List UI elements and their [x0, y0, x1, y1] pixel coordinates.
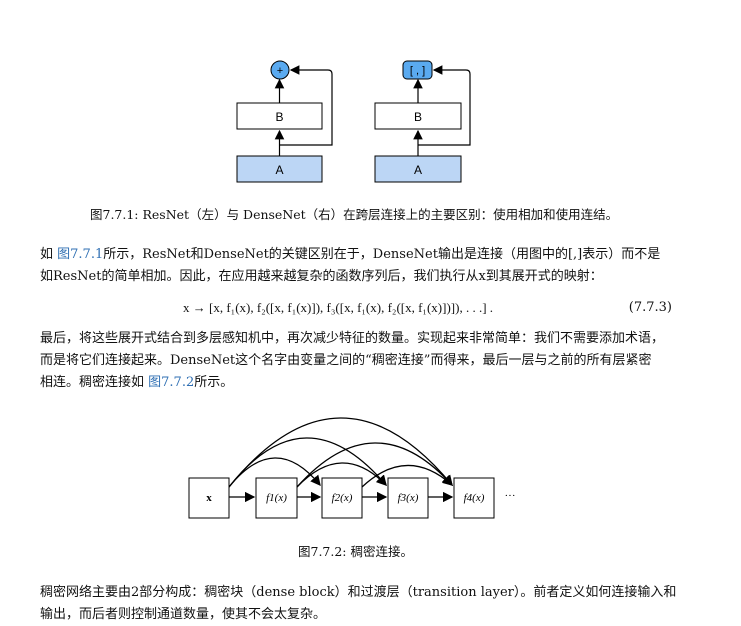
dense-node-f2	[321, 477, 363, 519]
resnet-block-b	[236, 102, 323, 130]
figure-7-7-2-link[interactable]: 图7.7.2	[148, 375, 195, 390]
paragraph3-line2: 输出，而后者则控制通道数量，使其不会太复杂。	[40, 607, 327, 622]
figure-resnet-densenet: A B + A B [ , ]	[236, 60, 471, 183]
paragraph3-line1: 稠密网络主要由2部分构成：稠密块（dense block）和过渡层（transi…	[40, 585, 677, 600]
dense-node-f4	[453, 477, 495, 519]
resnet-block-b-label: B	[275, 110, 283, 124]
dense-node-f1	[255, 477, 298, 519]
equation-expression: x → [x, f₁(x), f₂([x, f₁(x)]), f₃([x, f₁…	[183, 300, 494, 315]
paragraph2-line3-prefix: 相连。稠密连接如	[40, 375, 149, 390]
resnet-add-op-label: +	[277, 65, 283, 77]
paragraph1-prefix: 如	[40, 247, 58, 262]
dense-node-x	[188, 477, 230, 519]
figure2-caption: 图7.7.2: 稠密连接。	[298, 544, 413, 559]
paragraph1-line1: 如 图7.7.1所示，ResNet和DenseNet的关键区别在于，DenseN…	[40, 244, 672, 266]
densenet-block-a	[374, 155, 462, 183]
paragraph2-line3-suffix: 所示。	[194, 375, 234, 390]
dense-node-f4-label: f4(x)	[464, 492, 485, 504]
figure-dense-connections: x f1(x) f2(x) f3(x) f4(x) ···	[188, 417, 516, 519]
dense-node-f3-label: f3(x)	[398, 492, 419, 504]
equation-number: (7.7.3)	[628, 300, 672, 315]
resnet-diagram: A B +	[236, 60, 333, 183]
densenet-concat-op	[402, 60, 433, 80]
paragraph-densenet-diff: 如 图7.7.1所示，ResNet和DenseNet的关键区别在于，DenseN…	[40, 244, 672, 288]
dense-node-x-label: x	[206, 492, 212, 504]
resnet-add-op	[270, 60, 290, 80]
paragraph1-line2: 如ResNet的简单相加。因此，在应用越来越复杂的函数序列后，我们执行从x到其展…	[40, 269, 603, 284]
dense-ellipsis: ···	[505, 490, 516, 502]
dense-node-f1-label: f1(x)	[266, 492, 287, 504]
figure1-caption: 图7.7.1: ResNet（左）与 DenseNet（右）在跨层连接上的主要区…	[90, 207, 619, 222]
densenet-diagram: A B [ , ]	[374, 60, 471, 183]
resnet-block-a-label: A	[275, 163, 283, 177]
dense-node-f2-label: f2(x)	[332, 492, 353, 504]
resnet-block-a	[236, 155, 323, 183]
figure-7-7-1-link[interactable]: 图7.7.1	[57, 247, 104, 262]
paragraph-mlp-concat: 最后，将这些展开式结合到多层感知机中，再次减少特征的数量。实现起来非常简单：我们…	[40, 328, 672, 394]
paragraph2-line2: 而是将它们连接起来。DenseNet这个名字由变量之间的“稠密连接”而得来，最后…	[40, 353, 652, 368]
paragraph2-line3: 相连。稠密连接如 图7.7.2所示。	[40, 372, 672, 394]
paragraph-dense-block: 稠密网络主要由2部分构成：稠密块（dense block）和过渡层（transi…	[40, 582, 677, 626]
equation-7-7-3: x → [x, f₁(x), f₂([x, f₁(x)]), f₃([x, f₁…	[40, 300, 672, 320]
paragraph2-line1: 最后，将这些展开式结合到多层感知机中，再次减少特征的数量。实现起来非常简单：我们…	[40, 331, 665, 346]
paragraph1-line1-rest: 所示，ResNet和DenseNet的关键区别在于，DenseNet输出是连接（…	[103, 247, 661, 262]
dense-node-f3	[387, 477, 429, 519]
densenet-concat-op-label: [ , ]	[410, 65, 425, 77]
densenet-block-a-label: A	[414, 163, 422, 177]
densenet-block-b-label: B	[414, 110, 422, 124]
